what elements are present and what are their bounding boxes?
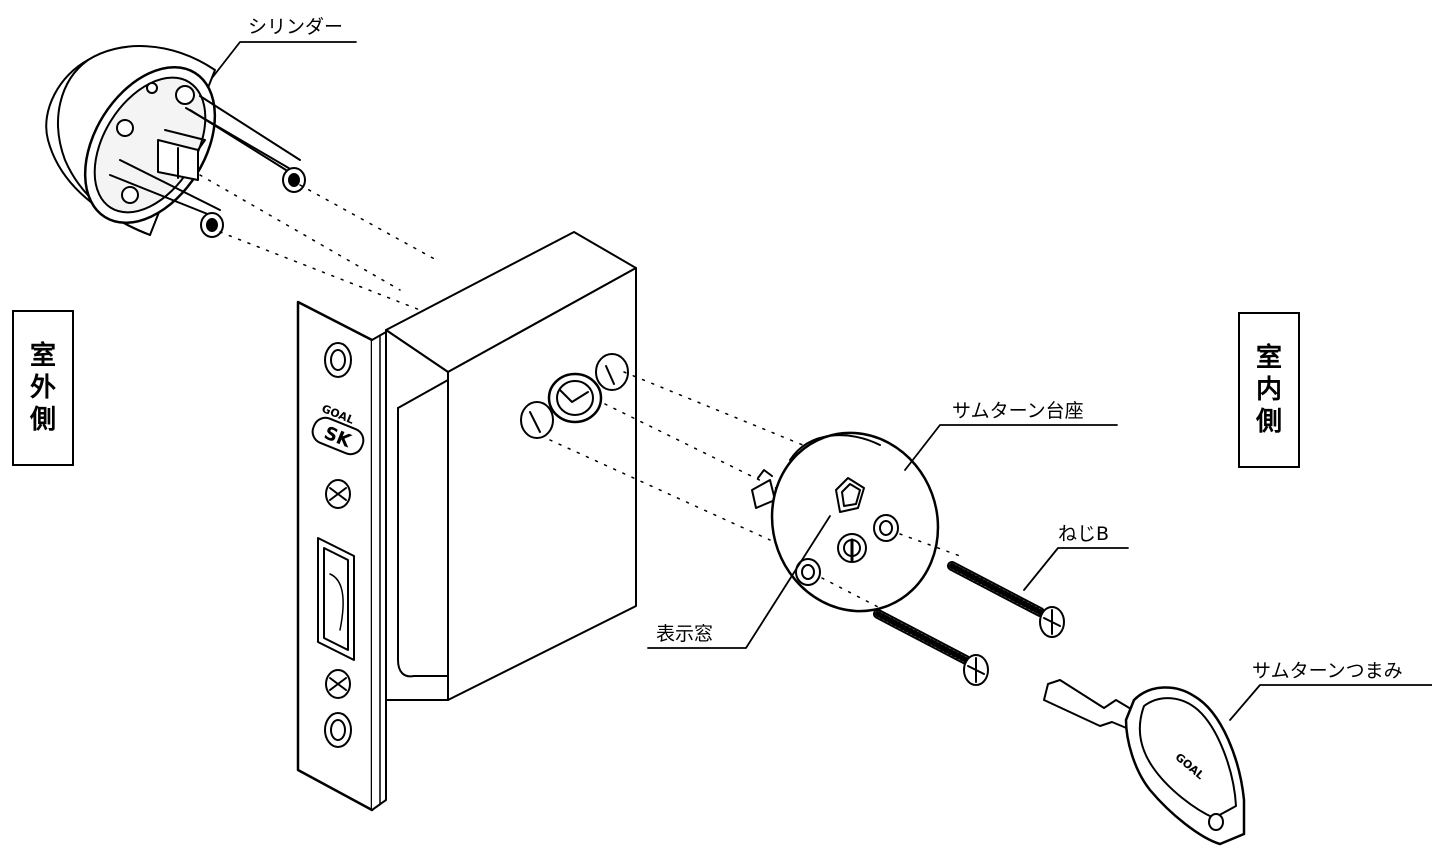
thumbturn-base-part xyxy=(751,431,940,613)
inside-side-box: 室 内 側 xyxy=(1238,312,1300,468)
thumbturn-knob-label: サムターンつまみ xyxy=(1252,660,1403,682)
inside-char-3: 側 xyxy=(1255,407,1282,437)
screw-b-lower xyxy=(873,609,989,686)
cylinder-part xyxy=(45,45,306,238)
outside-char-3: 側 xyxy=(29,405,56,435)
lock-body-part xyxy=(385,231,637,701)
inside-char-2: 内 xyxy=(1255,375,1282,405)
faceplate-part xyxy=(296,300,387,812)
alignment-lines-cylinder xyxy=(199,174,441,311)
inside-char-1: 室 xyxy=(1255,343,1282,373)
outside-char-1: 室 xyxy=(29,341,56,371)
screw-b-label: ねじB xyxy=(1058,523,1110,545)
indicator-window-label: 表示窓 xyxy=(656,623,714,645)
alignment-lines-screws xyxy=(821,533,961,609)
screw-b-upper xyxy=(947,561,1065,638)
leader-lines xyxy=(211,41,1432,721)
outside-side-box: 室 外 側 xyxy=(12,310,74,466)
outside-char-2: 外 xyxy=(29,373,56,403)
thumbturn-base-label: サムターン台座 xyxy=(952,400,1084,422)
thumbturn-knob-part xyxy=(1043,679,1246,846)
cylinder-label: シリンダー xyxy=(248,16,344,38)
